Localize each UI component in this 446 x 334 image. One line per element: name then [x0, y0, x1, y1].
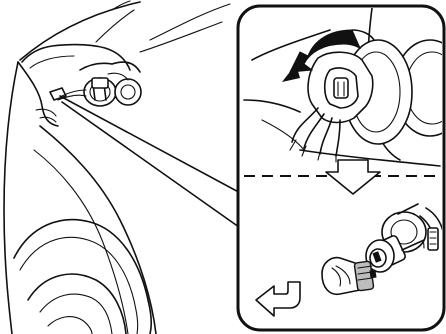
rear-lamp-socket-icon [50, 62, 141, 106]
car-body-icon [4, 1, 230, 334]
bulb-icon [322, 258, 377, 295]
